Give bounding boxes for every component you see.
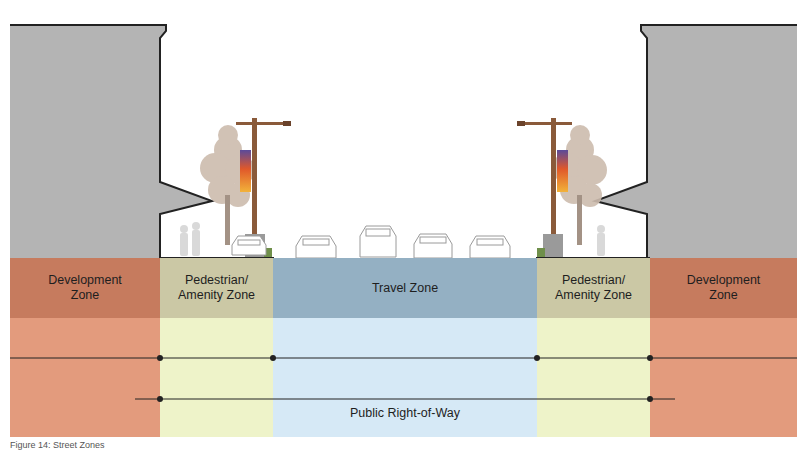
right-of-way-line (135, 399, 675, 400)
travel-ground (273, 318, 537, 437)
zone-label: Development Zone (676, 273, 772, 303)
planter (537, 248, 545, 258)
lamp-post (517, 118, 572, 258)
car (232, 226, 510, 258)
zone-band: Pedestrian/ Amenity Zone (160, 258, 273, 318)
building-left-outline (10, 25, 212, 258)
zone-band: Travel Zone (273, 258, 537, 318)
zone-band: Development Zone (650, 258, 797, 318)
dimension-dot (157, 396, 653, 402)
zone-dimension-line (10, 358, 797, 359)
right-of-way-label: Public Right-of-Way (350, 406, 460, 420)
dimension-dot (157, 355, 653, 361)
street-tree (200, 125, 255, 245)
development-ground (10, 318, 160, 437)
zone-label: Pedestrian/ Amenity Zone (167, 273, 267, 303)
zone-label: Pedestrian/ Amenity Zone (544, 273, 644, 303)
street-tree (552, 125, 607, 245)
zone-band: Pedestrian/ Amenity Zone (537, 258, 650, 318)
pedestrian-figure (180, 222, 605, 256)
development-ground (650, 318, 797, 437)
pedestrian-ground (160, 318, 273, 437)
zone-label: Development Zone (37, 273, 133, 303)
figure-caption: Figure 14: Street Zones (10, 440, 105, 450)
zone-band: Development Zone (10, 258, 160, 318)
building-right (595, 25, 797, 258)
building-right-outline (595, 25, 797, 258)
pedestrian-ground (537, 318, 650, 437)
building-left (10, 25, 212, 258)
zone-label: Travel Zone (372, 281, 438, 296)
